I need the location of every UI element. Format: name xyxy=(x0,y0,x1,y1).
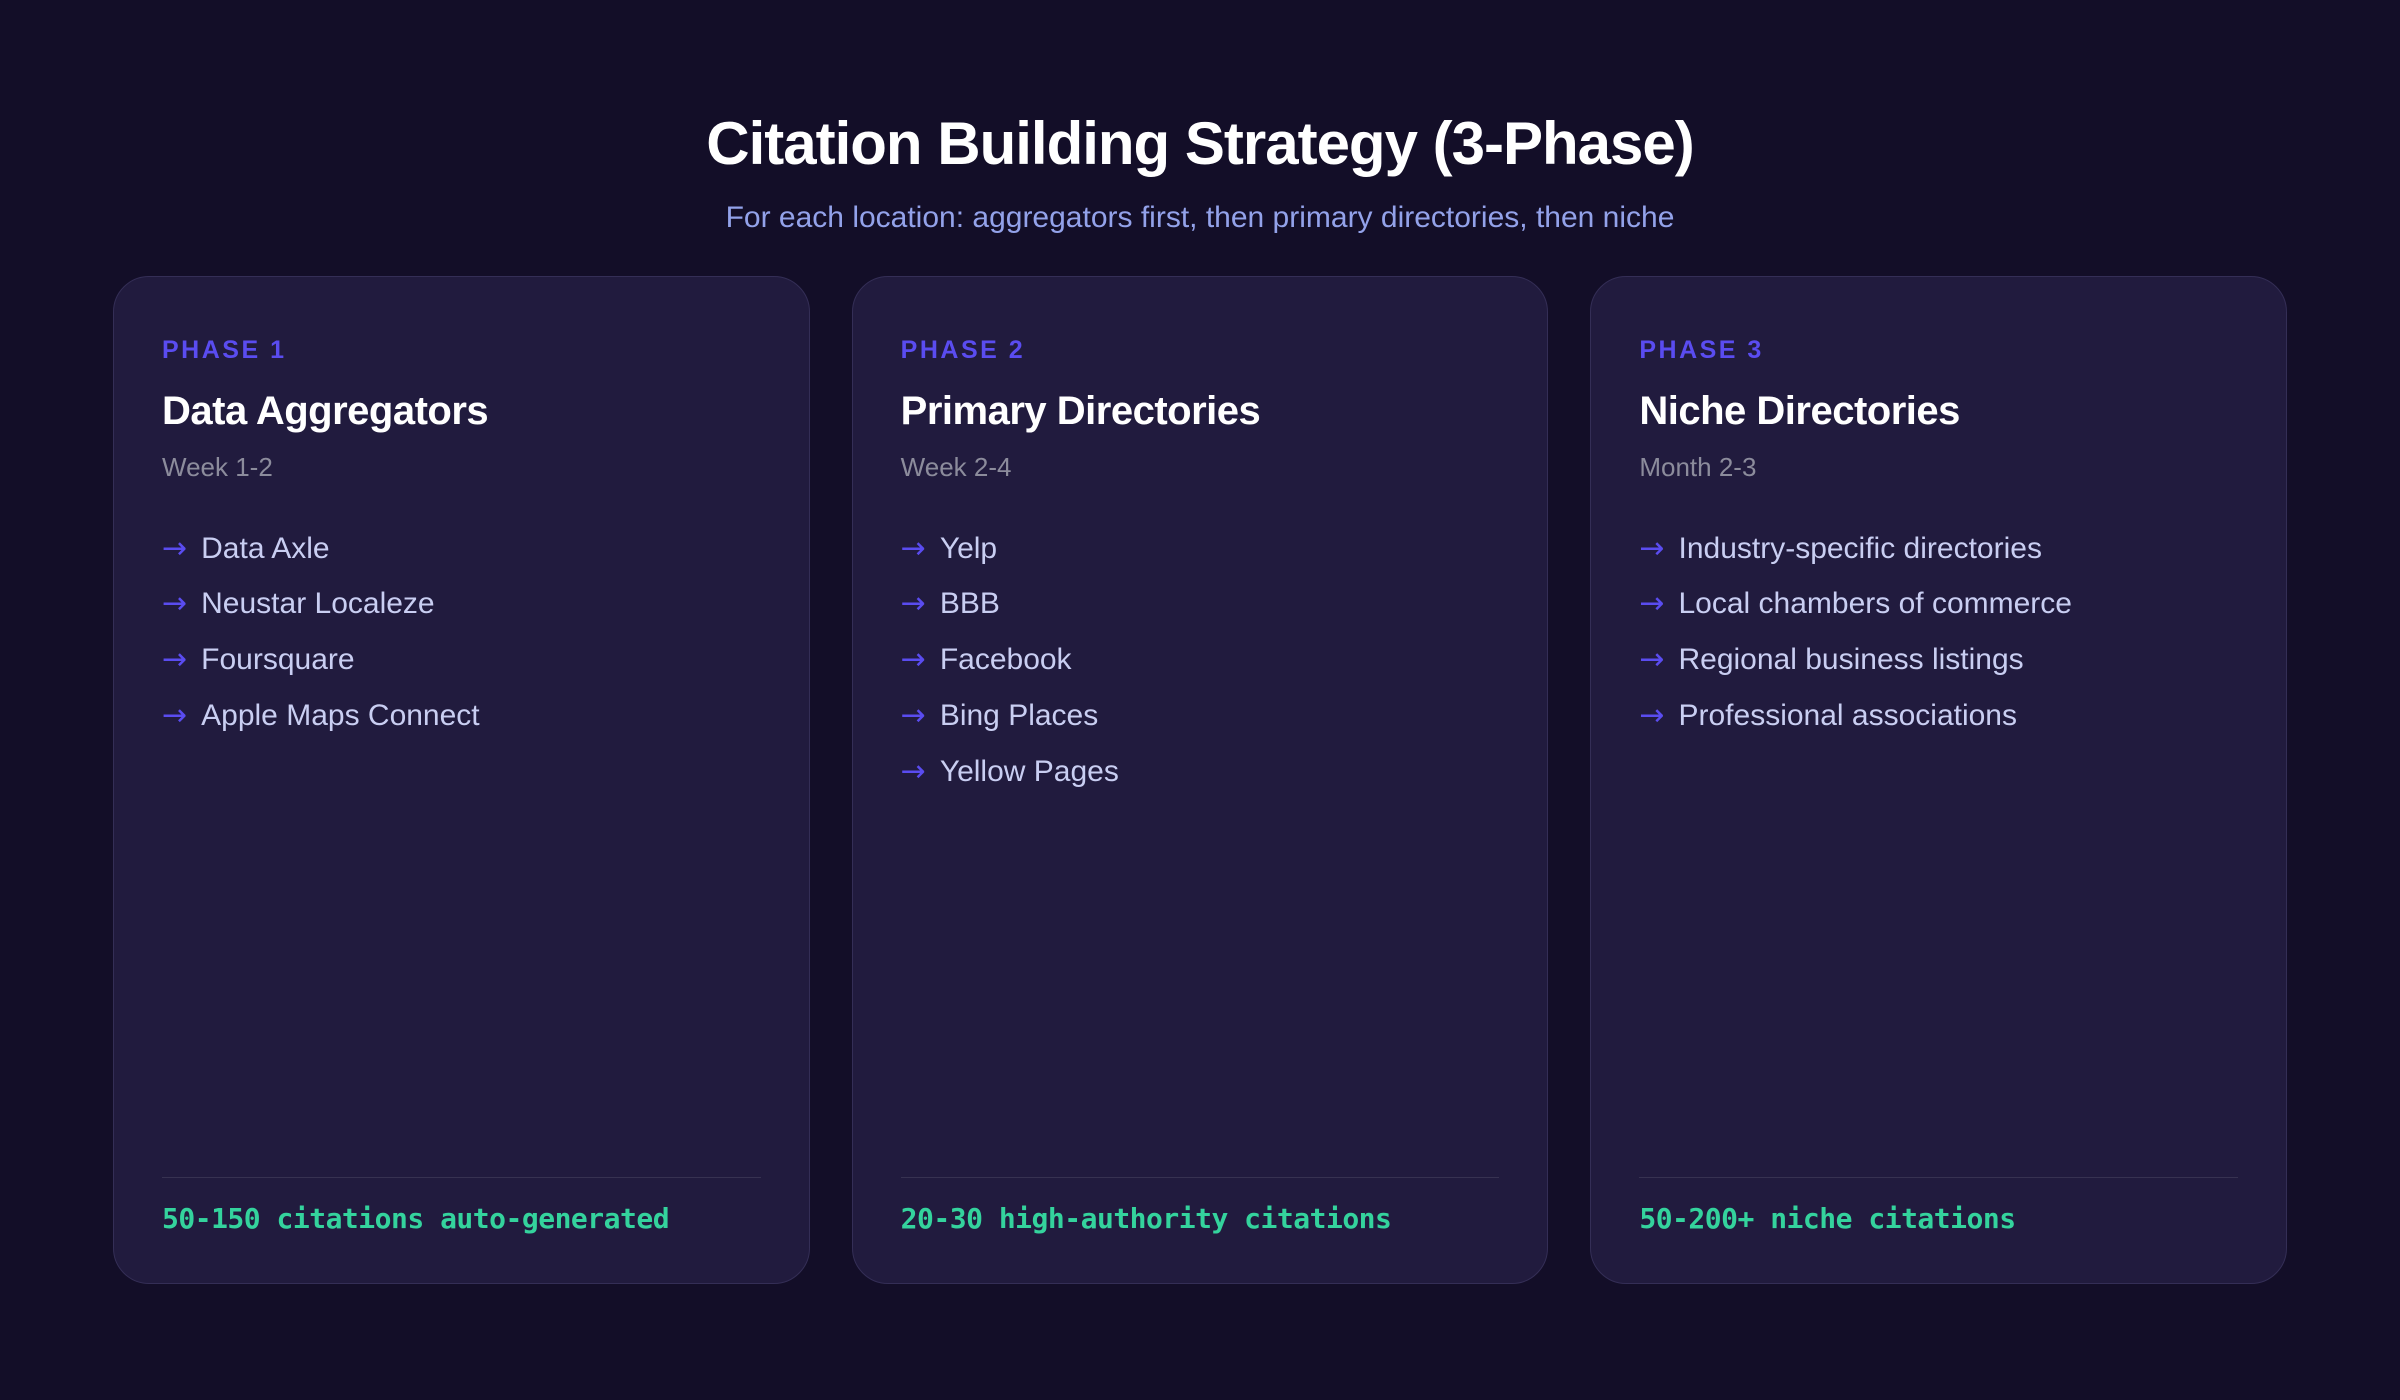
directory-list: → Yelp → BBB → Facebook → Bing Places → … xyxy=(900,530,1500,811)
list-item-label: Neustar Localeze xyxy=(201,587,435,621)
directory-list: → Industry-specific directories → Local … xyxy=(1639,530,2238,755)
arrow-right-icon: → xyxy=(162,642,188,678)
result-footer: 20-30 high-authority citations xyxy=(900,1177,1500,1236)
arrow-right-icon: → xyxy=(900,586,926,622)
list-item: → Local chambers of commerce xyxy=(1639,586,2238,622)
arrow-right-icon: → xyxy=(162,530,188,566)
list-item-label: Regional business listings xyxy=(1678,643,2024,677)
result-footer: 50-150 citations auto-generated xyxy=(162,1177,761,1235)
result-text: 20-30 high-authority citations xyxy=(900,1202,1392,1236)
list-item-label: BBB xyxy=(939,587,1000,621)
directory-list: → Data Axle → Neustar Localeze → Foursqu… xyxy=(162,530,761,755)
list-item: → Neustar Localeze xyxy=(162,586,761,622)
arrow-right-icon: → xyxy=(900,753,926,789)
list-item-label: Local chambers of commerce xyxy=(1678,587,2072,621)
page-subtitle: For each location: aggregators first, th… xyxy=(725,201,1675,234)
arrow-right-icon: → xyxy=(1639,642,1665,678)
arrow-right-icon: → xyxy=(1639,530,1665,566)
arrow-right-icon: → xyxy=(1639,586,1665,622)
arrow-right-icon: → xyxy=(162,586,188,622)
list-item-label: Apple Maps Connect xyxy=(201,698,480,732)
arrow-right-icon: → xyxy=(900,697,926,733)
phase-label: PHASE 1 xyxy=(162,336,287,364)
phase-card-2: PHASE 2 Primary Directories Week 2-4 → Y… xyxy=(851,276,1549,1284)
list-item: → Facebook xyxy=(900,642,1500,678)
list-item-label: Yellow Pages xyxy=(939,754,1119,788)
result-text: 50-200+ niche citations xyxy=(1639,1202,2016,1236)
list-item: → Regional business listings xyxy=(1639,642,2238,678)
timeframe: Week 2-4 xyxy=(900,452,1012,482)
list-item: → BBB xyxy=(900,586,1500,622)
arrow-right-icon: → xyxy=(162,697,188,733)
phase-card-3: PHASE 3 Niche Directories Month 2-3 → In… xyxy=(1590,276,2288,1284)
card-title: Primary Directories xyxy=(900,389,1261,433)
arrow-right-icon: → xyxy=(1639,697,1665,733)
timeframe: Month 2-3 xyxy=(1639,452,1757,482)
list-item-label: Facebook xyxy=(939,643,1072,677)
list-item: → Foursquare xyxy=(162,642,761,678)
arrow-right-icon: → xyxy=(900,642,926,678)
phase-cards-row: PHASE 1 Data Aggregators Week 1-2 → Data… xyxy=(0,276,2400,1284)
list-item: → Yelp xyxy=(900,530,1500,567)
list-item: → Industry-specific directories xyxy=(1639,530,2238,567)
list-item: → Professional associations xyxy=(1639,697,2238,734)
list-item: → Bing Places xyxy=(900,697,1500,734)
list-item-label: Bing Places xyxy=(939,698,1099,732)
phase-label: PHASE 2 xyxy=(900,336,1026,364)
list-item-label: Yelp xyxy=(939,531,998,565)
result-footer: 50-200+ niche citations xyxy=(1639,1177,2239,1236)
list-item: → Yellow Pages xyxy=(900,753,1500,790)
list-item: → Data Axle xyxy=(162,530,761,567)
phase-card-1: PHASE 1 Data Aggregators Week 1-2 → Data… xyxy=(113,276,810,1284)
list-item-label: Data Axle xyxy=(201,531,330,565)
arrow-right-icon: → xyxy=(900,530,926,566)
list-item: → Apple Maps Connect xyxy=(162,697,761,734)
page-title: Citation Building Strategy (3-Phase) xyxy=(706,110,1694,177)
slide-header: Citation Building Strategy (3-Phase) For… xyxy=(0,0,2400,236)
card-title: Data Aggregators xyxy=(162,389,489,433)
card-title: Niche Directories xyxy=(1639,389,1960,433)
phase-label: PHASE 3 xyxy=(1639,336,1764,364)
list-item-label: Professional associations xyxy=(1678,698,2017,732)
list-item-label: Industry-specific directories xyxy=(1678,531,2042,565)
list-item-label: Foursquare xyxy=(201,643,355,677)
timeframe: Week 1-2 xyxy=(162,452,273,482)
result-text: 50-150 citations auto-generated xyxy=(162,1202,670,1236)
